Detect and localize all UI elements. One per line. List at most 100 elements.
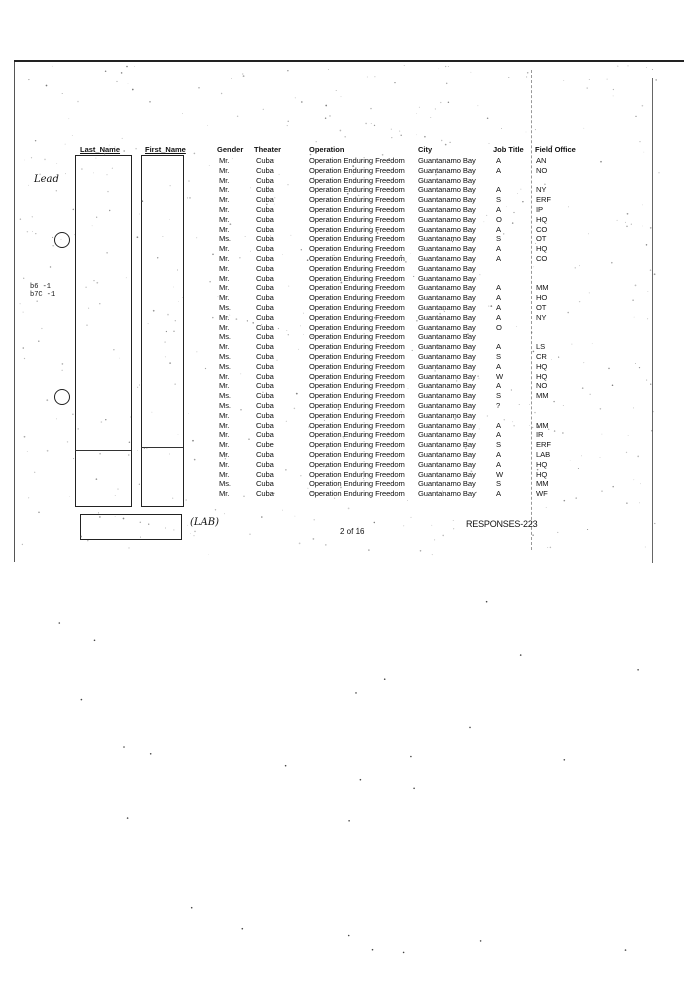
cell-gender: Mr.: [219, 175, 230, 185]
cell-job: A: [496, 303, 501, 312]
cell-city: Guantanamo Bay: [418, 479, 476, 489]
cell-city: Guantanamo Bay: [418, 214, 476, 224]
cell-operation: Operation Enduring Freedom: [309, 224, 405, 234]
cell-city: Guantanamo Bay: [418, 303, 476, 312]
cell-theater: Cube: [256, 440, 274, 450]
cell-job: A: [496, 312, 501, 322]
cell-city: Guantanamo Bay: [418, 263, 476, 273]
document-id: RESPONSES-223: [466, 519, 538, 529]
cell-operation: Operation Enduring Freedom: [309, 410, 405, 420]
margin-note: Lead: [34, 174, 59, 185]
cell-city: Guantanamo Bay: [418, 430, 476, 440]
cell-operation: Operation Enduring Freedom: [309, 391, 405, 401]
cell-theater: Cuba: [256, 185, 274, 195]
cell-gender: Mr.: [219, 185, 230, 195]
cell-job: A: [496, 459, 501, 469]
cell-city: Guantanamo Bay: [418, 440, 476, 450]
cell-operation: Operation Enduring Freedom: [309, 381, 405, 391]
cell-office: HQ: [536, 371, 548, 381]
cell-city: Guantanamo Bay: [418, 381, 476, 391]
cell-city: Guantanamo Bay: [418, 224, 476, 234]
redaction-last-name: [75, 155, 132, 507]
cell-job: W: [496, 469, 504, 479]
cell-gender: Ms.: [219, 401, 231, 410]
cell-job: S: [496, 352, 501, 361]
cell-office: LAB: [536, 450, 551, 459]
cell-operation: Operation Enduring Freedom: [309, 401, 405, 410]
cell-operation: Operation Enduring Freedom: [309, 283, 405, 293]
cell-office: HQ: [536, 244, 548, 254]
cell-office: ERF: [536, 440, 551, 450]
cell-office: CO: [536, 224, 548, 234]
cell-job: A: [496, 450, 501, 459]
cell-job: A: [496, 381, 501, 391]
cell-gender: Mr.: [219, 244, 230, 254]
cell-gender: Mr.: [219, 459, 230, 469]
cell-office: ERF: [536, 195, 551, 205]
header-gender: Gender: [217, 145, 244, 154]
cell-job: A: [496, 342, 501, 352]
cell-theater: Cuba: [256, 450, 274, 459]
cell-job: S: [496, 234, 501, 244]
cell-office: HO: [536, 293, 548, 303]
cell-operation: Operation Enduring Freedom: [309, 332, 405, 342]
cell-office: MM: [536, 283, 549, 293]
header-operation: Operation: [309, 145, 345, 154]
cell-office: NO: [536, 381, 548, 391]
cell-office: MM: [536, 420, 549, 430]
cell-city: Guantanamo Bay: [418, 332, 476, 342]
exemption-code: b6 -1: [30, 283, 52, 291]
cell-operation: Operation Enduring Freedom: [309, 244, 405, 254]
cell-operation: Operation Enduring Freedom: [309, 205, 405, 214]
cell-theater: Cuba: [256, 273, 274, 283]
cell-gender: Ms.: [219, 352, 231, 361]
cell-office: IP: [536, 205, 543, 214]
cell-gender: Mr.: [219, 263, 230, 273]
cell-gender: Mr.: [219, 165, 230, 175]
cell-job: S: [496, 195, 501, 205]
cell-theater: Cuba: [256, 381, 274, 391]
right-border: [652, 78, 653, 563]
cell-operation: Operation Enduring Freedom: [309, 185, 405, 195]
cell-theater: Cuba: [256, 263, 274, 273]
cell-theater: Cuba: [256, 332, 274, 342]
cell-job: A: [496, 489, 501, 499]
cell-gender: Mr.: [219, 205, 230, 214]
cell-operation: Operation Enduring Freedom: [309, 469, 405, 479]
cell-operation: Operation Enduring Freedom: [309, 420, 405, 430]
cell-city: Guantanamo Bay: [418, 420, 476, 430]
cell-theater: Cuba: [256, 312, 274, 322]
cell-theater: Cuba: [256, 420, 274, 430]
cell-city: Guantanamo Bay: [418, 283, 476, 293]
cell-theater: Cuba: [256, 283, 274, 293]
column-divider: [531, 70, 532, 550]
cell-office: HQ: [536, 469, 548, 479]
cell-theater: Cuba: [256, 322, 274, 332]
cell-theater: Cuba: [256, 293, 274, 303]
cell-operation: Operation Enduring Freedom: [309, 440, 405, 450]
cell-theater: Cuba: [256, 175, 274, 185]
cell-office: CR: [536, 352, 547, 361]
cell-job: A: [496, 156, 501, 165]
redaction-footer: [80, 514, 182, 540]
cell-gender: Ms.: [219, 303, 231, 312]
cell-job: A: [496, 244, 501, 254]
cell-theater: Cuba: [256, 489, 274, 499]
cell-operation: Operation Enduring Freedom: [309, 234, 405, 244]
cell-city: Guantanamo Bay: [418, 273, 476, 283]
margin-note-lab: (LAB): [190, 517, 220, 528]
cell-theater: Cuba: [256, 371, 274, 381]
exemption-code: b7C -1: [30, 291, 56, 299]
cell-gender: Mr.: [219, 322, 230, 332]
cell-operation: Operation Enduring Freedom: [309, 361, 405, 371]
cell-job: S: [496, 440, 501, 450]
cell-job: A: [496, 283, 501, 293]
cell-gender: Mr.: [219, 342, 230, 352]
cell-office: OT: [536, 234, 547, 244]
cell-gender: Ms.: [219, 479, 231, 489]
cell-job: A: [496, 430, 501, 440]
cell-operation: Operation Enduring Freedom: [309, 450, 405, 459]
cell-theater: Cuba: [256, 479, 274, 489]
cell-office: NO: [536, 165, 548, 175]
cell-gender: Mr.: [219, 420, 230, 430]
